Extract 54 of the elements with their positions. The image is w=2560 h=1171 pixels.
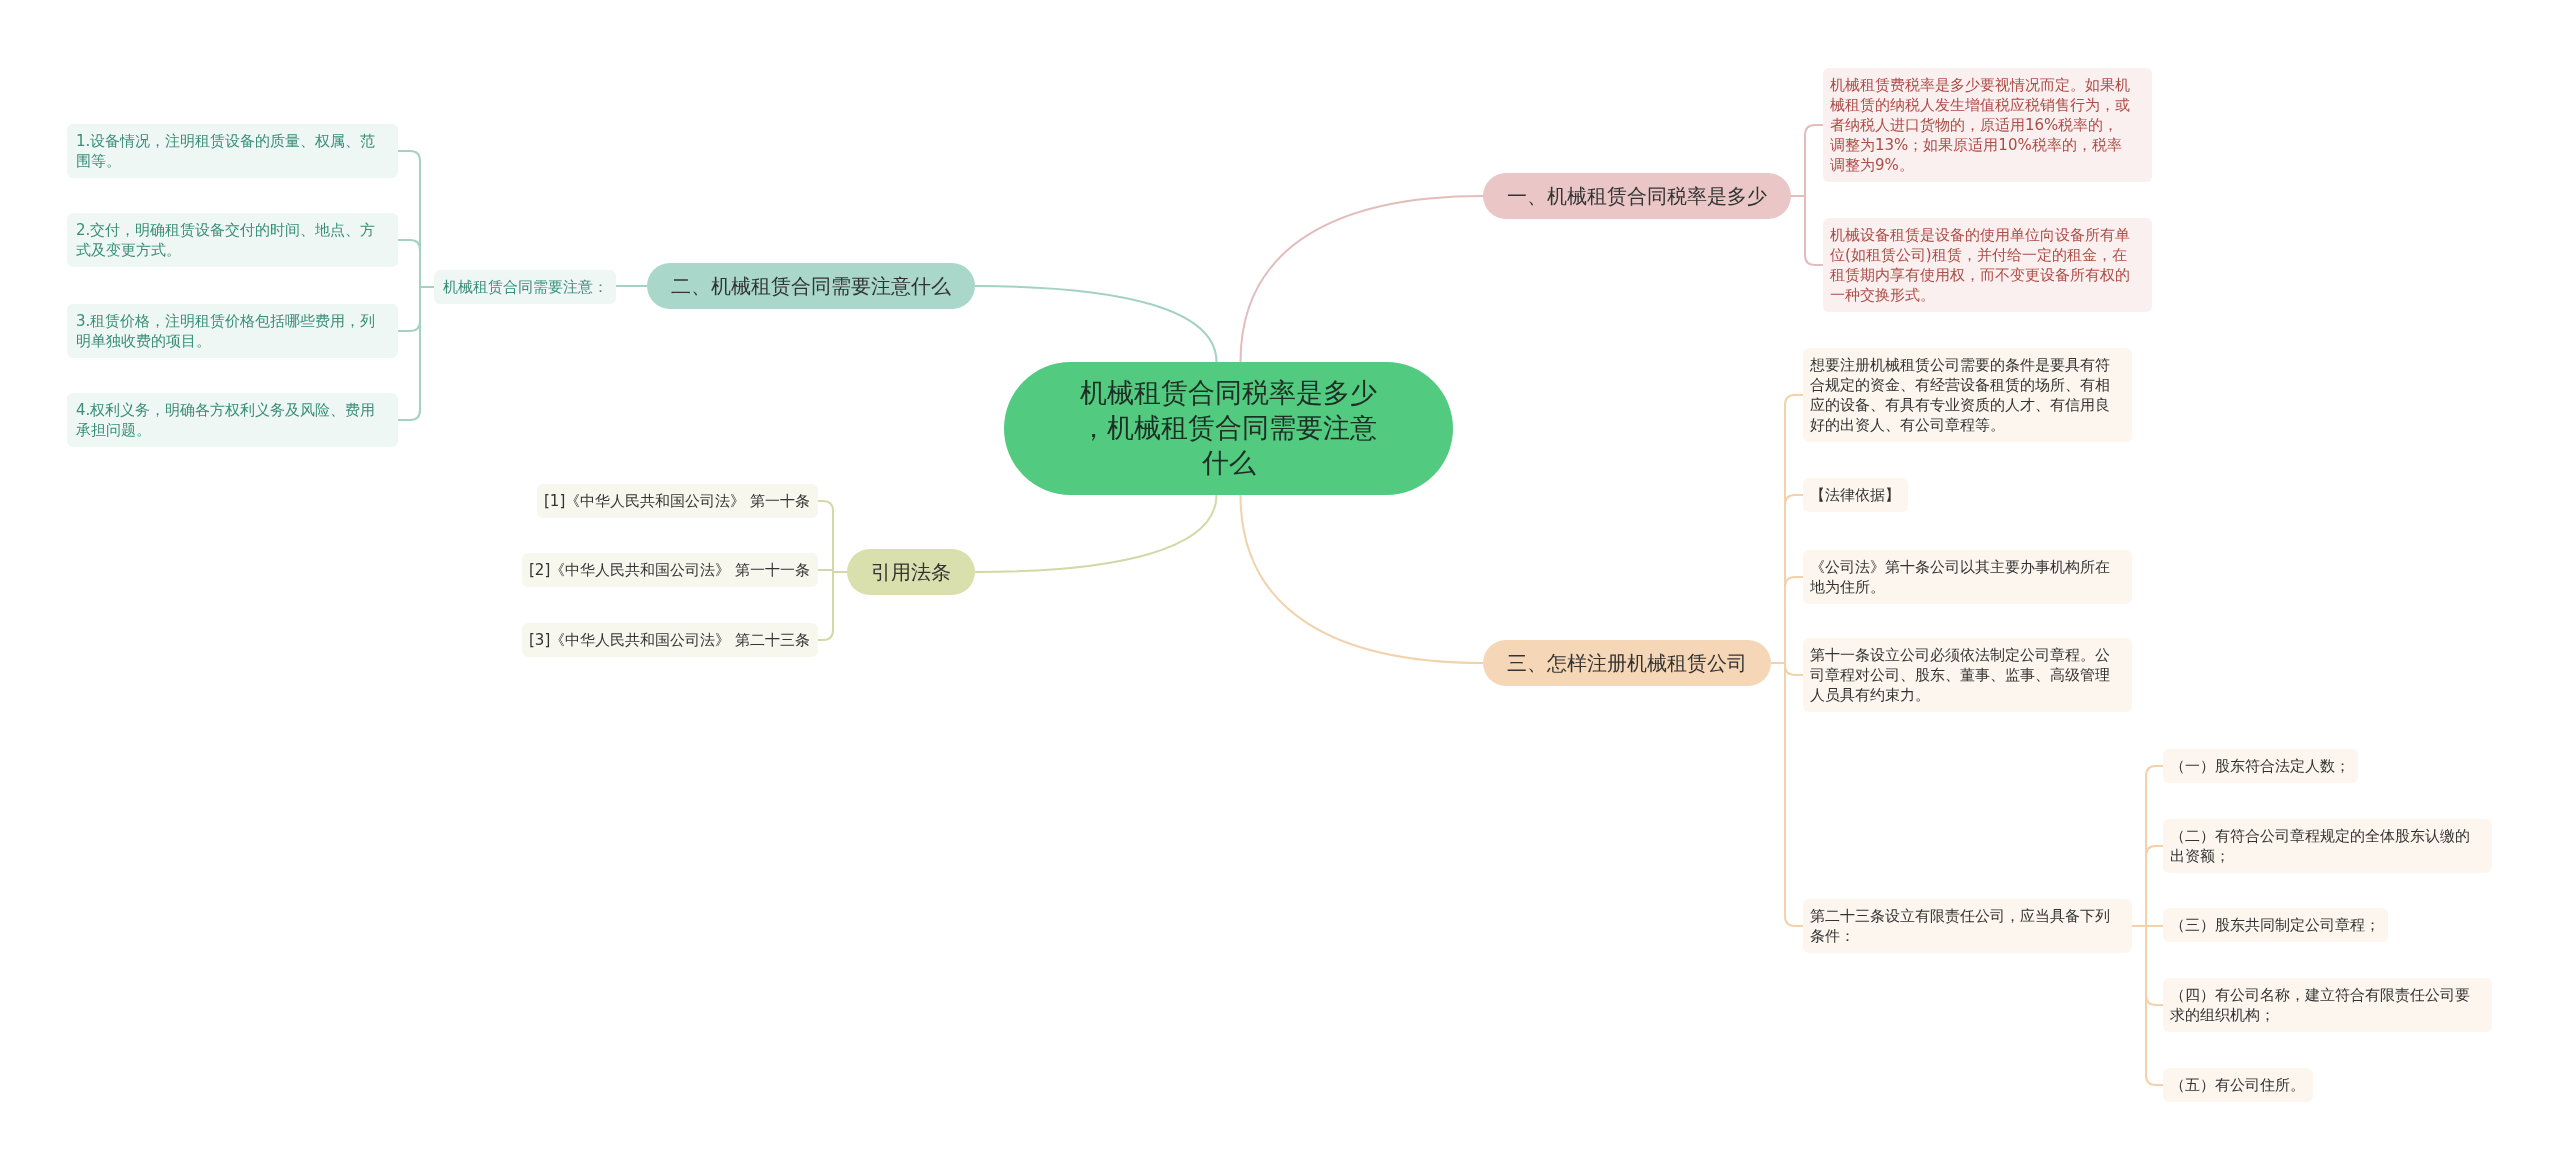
note-box: （五）有公司住所。 <box>2163 1068 2313 1102</box>
branch-node: 三、怎样注册机械租赁公司 <box>1483 640 1771 686</box>
connector-line <box>1784 576 1804 588</box>
connector-line <box>419 160 435 411</box>
branch-node: 一、机械租赁合同税率是多少 <box>1483 173 1791 219</box>
connector-line <box>817 569 834 573</box>
connector-line <box>1770 404 1786 917</box>
connector-line <box>2145 925 2164 927</box>
connector-line <box>397 409 421 421</box>
connector-line <box>1804 254 1824 266</box>
connector-line <box>2145 1074 2164 1086</box>
note-box: 《公司法》第十条公司以其主要办事机构所在地为住所。 <box>1803 550 2132 604</box>
connector-line <box>2145 845 2164 857</box>
citation-box: [1]《中华人民共和国公司法》 第一十条 <box>537 484 818 518</box>
connector-line <box>832 510 848 631</box>
connector-line <box>817 629 834 641</box>
note-box: 3.租赁价格，注明租赁价格包括哪些费用，列明单独收费的项目。 <box>67 304 398 358</box>
note-box: 想要注册机械租赁公司需要的条件是要具有符合规定的资金、有经营设备租赁的场所、有相应的设备、有具有专业资质的人才、有信用良好的出资人、有公司章程等。 <box>1803 348 2132 442</box>
connector-line <box>974 285 1218 363</box>
connector-line <box>1239 195 1484 363</box>
connector-line <box>397 150 421 162</box>
note-box: 1.设备情况，注明租赁设备的质量、权属、范围等。 <box>67 124 398 178</box>
connector-line <box>1784 494 1804 506</box>
connector-line <box>1239 494 1484 664</box>
note-box: 【法律依据】 <box>1803 478 1908 512</box>
note-box: 机械设备租赁是设备的使用单位向设备所有单位(如租赁公司)租赁，并付给一定的租金，在租赁期内享有使用权，而不变更设备所有权的一种交换形式。 <box>1823 218 2152 312</box>
connector-line <box>2145 765 2164 777</box>
connector-line <box>1790 134 1806 256</box>
connector-line <box>1784 394 1804 406</box>
note-box: 机械租赁合同需要注意： <box>434 270 616 304</box>
note-box: 4.权利义务，明确各方权利义务及风险、费用承担问题。 <box>67 393 398 447</box>
topic-node: 机械租赁合同税率是多少，机械租赁合同需要注意什么 <box>1004 362 1453 495</box>
connector-line <box>2131 775 2147 1076</box>
connector-line <box>397 239 421 251</box>
note-box: 第十一条设立公司必须依法制定公司章程。公司章程对公司、股东、董事、监事、高级管理人员具有约束力。 <box>1803 638 2132 712</box>
note-box: （四）有公司名称，建立符合有限责任公司要求的组织机构； <box>2163 978 2492 1032</box>
branch-node: 引用法条 <box>847 549 975 595</box>
note-box: 2.交付，明确租赁设备交付的时间、地点、方式及变更方式。 <box>67 213 398 267</box>
branch-node: 二、机械租赁合同需要注意什么 <box>647 263 975 309</box>
connector-line <box>397 320 421 332</box>
connector-line <box>974 494 1218 573</box>
note-box: 机械租赁费税率是多少要视情况而定。如果机械租赁的纳税人发生增值税应税销售行为，或者纳税人进口货物的，原适用16%税率的，调整为13%；如果原适用10%税率的，税率调整为9%。 <box>1823 68 2152 182</box>
connector-line <box>1804 124 1824 136</box>
connector-line <box>1784 915 1804 927</box>
citation-box: [2]《中华人民共和国公司法》 第一十一条 <box>522 553 818 587</box>
connector-line <box>1784 664 1804 676</box>
citation-box: [3]《中华人民共和国公司法》 第二十三条 <box>522 623 818 657</box>
connector-line <box>615 285 648 287</box>
connector-line <box>817 500 834 512</box>
note-box: （一）股东符合法定人数； <box>2163 749 2358 783</box>
note-box: 第二十三条设立有限责任公司，应当具备下列条件： <box>1803 899 2132 953</box>
note-box: （二）有符合公司章程规定的全体股东认缴的出资额； <box>2163 819 2492 873</box>
note-box: （三）股东共同制定公司章程； <box>2163 908 2388 942</box>
connector-line <box>2145 994 2164 1006</box>
